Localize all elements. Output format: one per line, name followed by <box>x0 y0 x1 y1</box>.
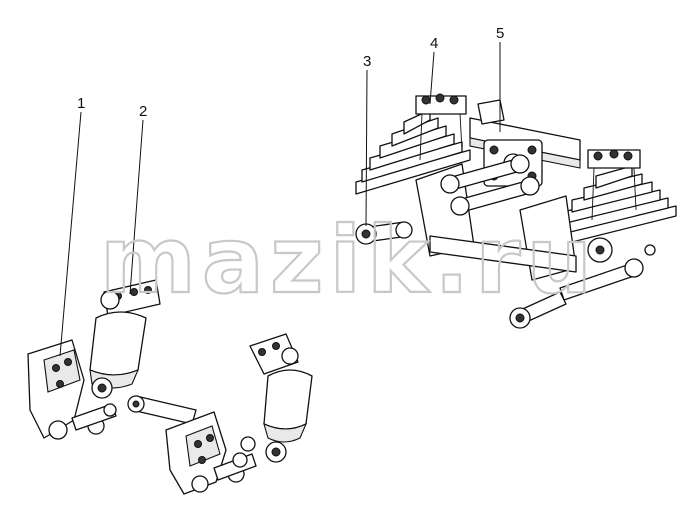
callout-3: 3 <box>363 53 371 70</box>
leader-3 <box>365 69 368 227</box>
callout-5: 5 <box>496 25 504 42</box>
rear-bracket <box>165 411 257 495</box>
lower-reaction-rods <box>355 221 656 329</box>
callout-4: 4 <box>430 35 438 52</box>
watermark: mazik.ru <box>100 207 598 314</box>
leader-1 <box>59 111 82 357</box>
callout-2: 2 <box>139 103 147 120</box>
leaf-spring-left <box>355 93 471 195</box>
longitudinal-rod <box>127 395 197 425</box>
upper-reaction-rods <box>440 154 540 216</box>
leaf-spring-right <box>547 149 677 249</box>
front-bracket-left <box>27 339 117 440</box>
balancer-suspension-assembly <box>355 93 677 329</box>
air-spring-right <box>249 333 313 463</box>
air-suspension-assembly <box>27 279 313 495</box>
callout-1: 1 <box>77 95 85 112</box>
air-spring-left <box>89 279 161 399</box>
callout-labels: 1 2 3 4 5 <box>77 25 504 120</box>
leader-4 <box>429 51 435 105</box>
leader-2 <box>129 119 144 295</box>
callout-leaders <box>59 42 501 357</box>
